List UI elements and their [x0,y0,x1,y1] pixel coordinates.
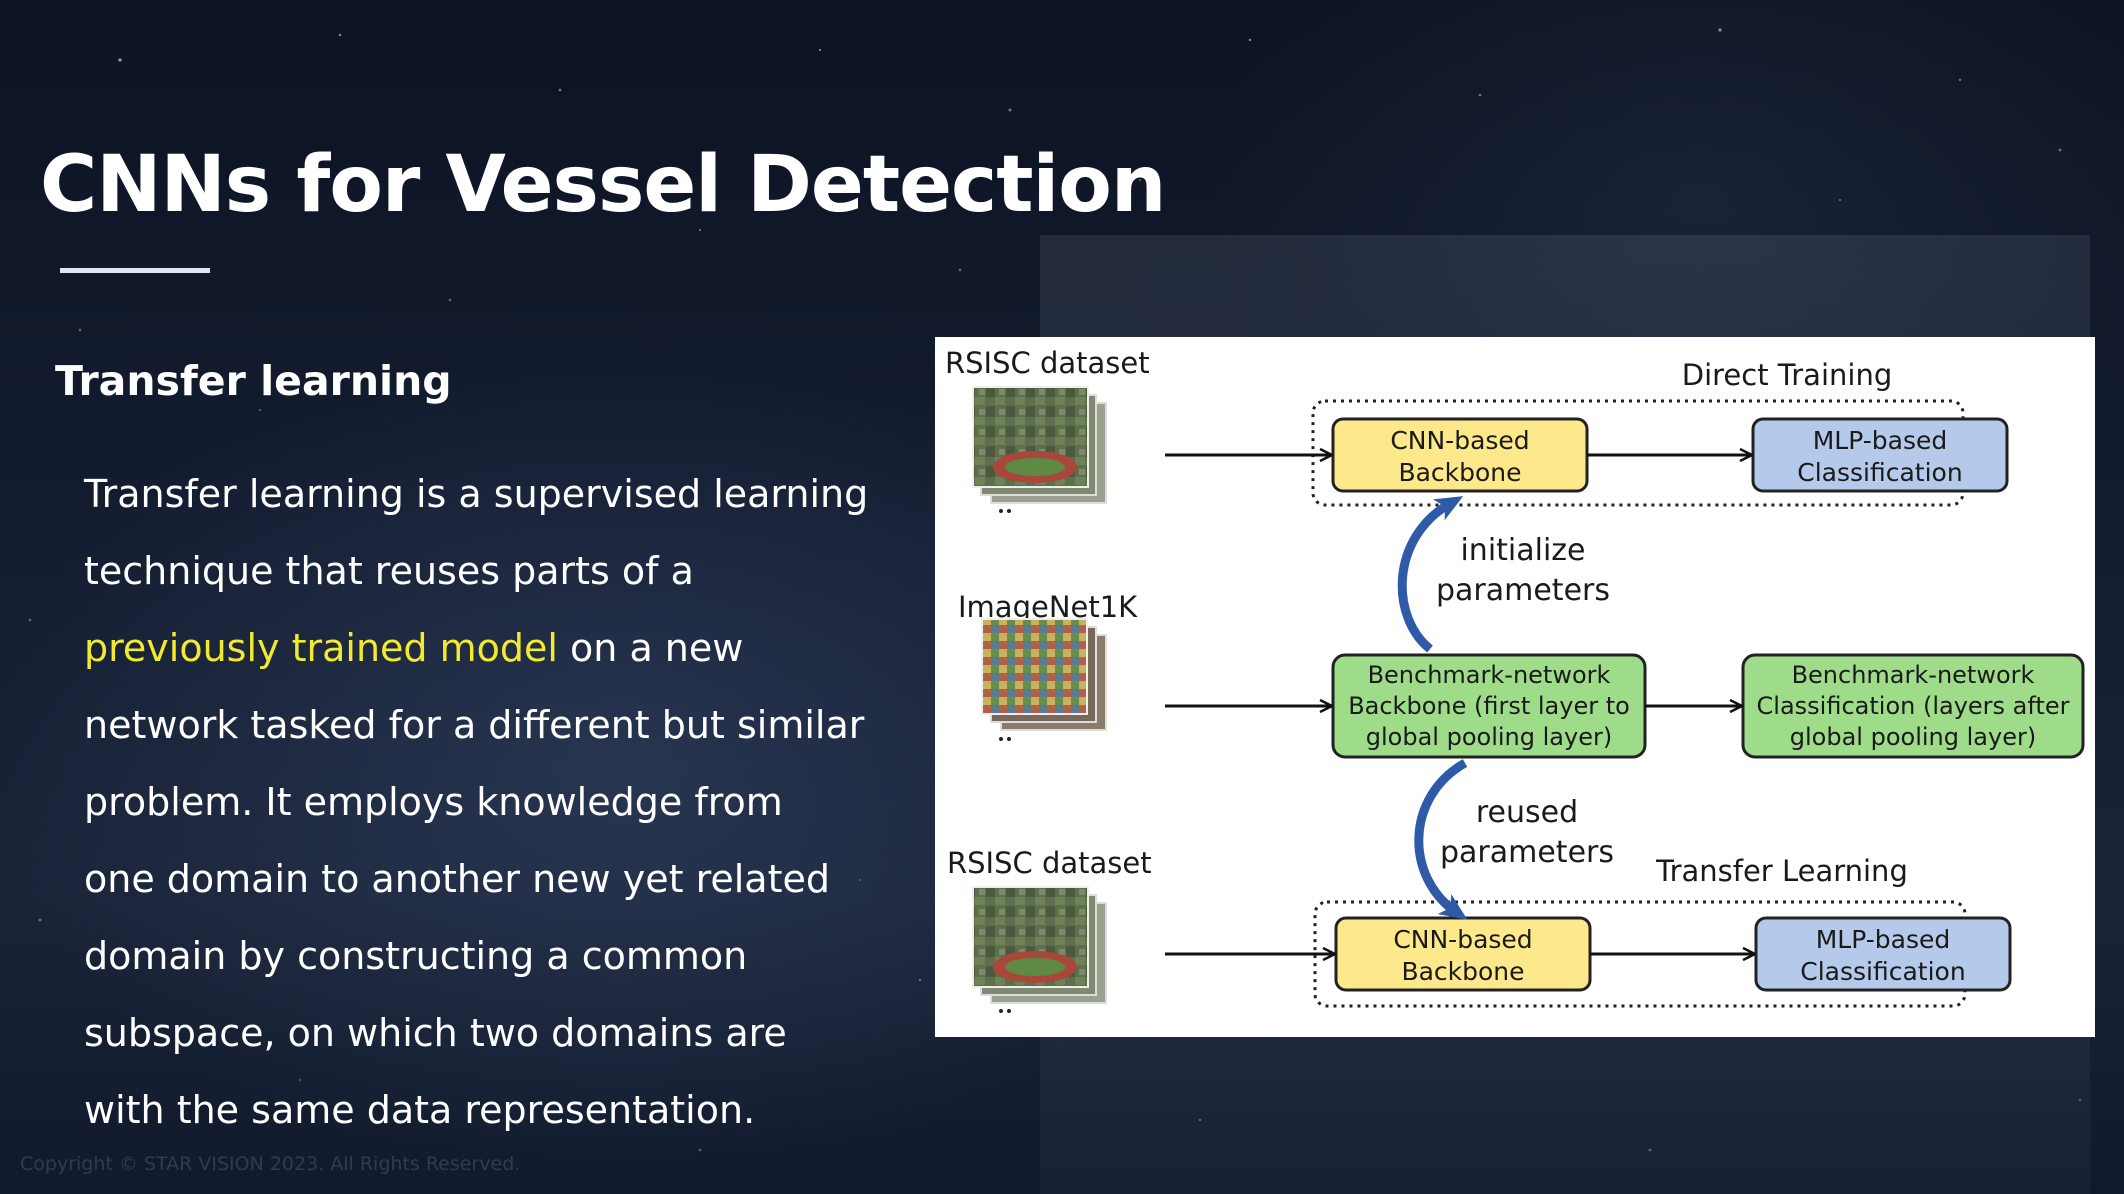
title-underline [60,268,210,273]
cnn-backbone-box-bottom: CNN-based Backbone [1334,916,1592,992]
body-line: previously trained model on a new [84,610,914,687]
benchmark-backbone-box: Benchmark-network Backbone (first layer … [1331,653,1647,759]
body-line: subspace, on which two domains are [84,995,914,1072]
line-text: Transfer learning is a supervised learni… [84,472,869,516]
copyright-notice: Copyright © STAR VISION 2023. All Rights… [20,1153,521,1175]
box-line: Classification [1797,458,1962,487]
body-paragraph: Transfer learning is a supervised learni… [84,456,914,1149]
dataset-label-rsisc-bottom: RSISC dataset [947,846,1152,880]
body-line: Transfer learning is a supervised learni… [84,456,914,533]
body-line: with the same data representation. [84,1072,914,1149]
stack-ellipsis-dots [999,509,1011,1013]
reused-label-line2: parameters [1440,835,1614,870]
box-line: global pooling layer) [1790,723,2036,751]
initialize-label-line1: initialize [1460,533,1585,568]
transfer-learning-diagram: RSISC dataset ImageNet1K RSISC dataset [935,337,2095,1037]
box-line: global pooling layer) [1366,723,1612,751]
reused-label-line1: reused [1476,795,1578,830]
body-line: one domain to another new yet related [84,841,914,918]
line-text: technique that reuses parts of a [84,549,694,593]
box-line: Classification (layers after [1757,692,2070,720]
reused-parameters-arrow [1414,759,1468,920]
line-text: subspace, on which two domains are [84,1011,787,1055]
rsisc-image-stack-top [972,386,1107,504]
box-line: Classification [1800,957,1965,986]
box-line: Benchmark-network [1792,661,2035,689]
initialize-label-line2: parameters [1436,573,1610,608]
diagram-canvas: RSISC dataset ImageNet1K RSISC dataset [945,346,2085,1013]
mlp-classification-box-bottom: MLP-based Classification [1754,916,2012,992]
rsisc-image-stack-bottom [972,886,1107,1004]
box-line: MLP-based [1813,426,1948,455]
box-line: Benchmark-network [1368,661,1611,689]
imagenet-image-stack [981,618,1107,731]
direct-training-label: Direct Training [1682,358,1892,392]
body-line: network tasked for a different but simil… [84,687,914,764]
initialize-parameters-arrow [1397,496,1464,653]
line-text: domain by constructing a common [84,934,748,978]
line-text: one domain to another new yet related [84,857,830,901]
dataset-label-rsisc-top: RSISC dataset [945,346,1150,380]
benchmark-classification-box: Benchmark-network Classification (layers… [1741,653,2085,759]
box-line: Backbone [1398,458,1521,487]
box-line: MLP-based [1816,925,1951,954]
body-line: domain by constructing a common [84,918,914,995]
box-line: CNN-based [1393,925,1532,954]
slide-title: CNNs for Vessel Detection [40,140,1166,230]
line-text: network tasked for a different but simil… [84,703,865,747]
cnn-backbone-box-top: CNN-based Backbone [1331,417,1589,493]
line-text-after: on a new [557,626,744,670]
box-line: Backbone [1401,957,1524,986]
direct-training-frame [1311,399,1965,507]
box-line: CNN-based [1390,426,1529,455]
line-text: problem. It employs knowledge from [84,780,783,824]
transfer-learning-label: Transfer Learning [1655,854,1908,888]
transfer-learning-frame [1313,900,1967,1008]
mlp-classification-box-top: MLP-based Classification [1751,417,2009,493]
body-line: technique that reuses parts of a [84,533,914,610]
section-heading: Transfer learning [55,357,452,405]
highlighted-phrase: previously trained model [84,626,558,670]
body-line: problem. It employs knowledge from [84,764,914,841]
line-text: with the same data representation. [84,1088,756,1132]
box-line: Backbone (first layer to [1348,692,1630,720]
